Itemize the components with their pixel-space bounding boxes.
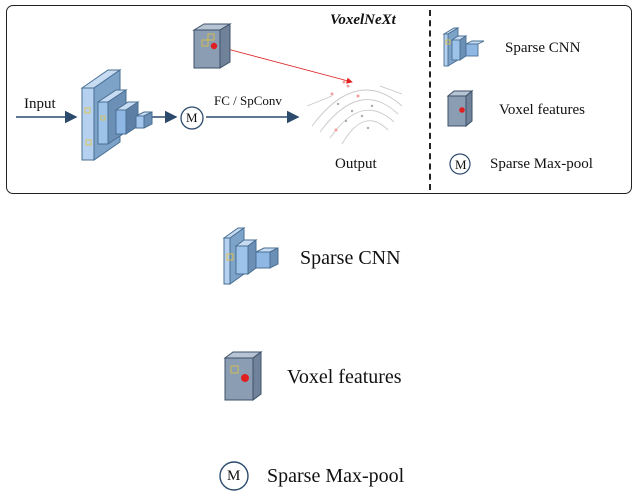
input-label: Input	[24, 96, 56, 112]
output-pointcloud	[306, 80, 403, 145]
big-maxpool-symbol: M	[227, 468, 241, 484]
big-maxpool-label: Sparse Max-pool	[267, 465, 405, 487]
voxel-to-output-arrow	[215, 45, 353, 84]
legend-maxpool-small-icon	[449, 153, 471, 175]
panel-divider	[429, 10, 431, 190]
sparse-cnn-main-icon	[80, 69, 153, 161]
big-maxpool-icon	[219, 461, 249, 491]
big-voxel-label: Voxel features	[287, 366, 402, 388]
legend-voxel-label: Voxel features	[499, 102, 585, 118]
big-voxel-icon	[223, 351, 263, 401]
legend-sparse-cnn-small-icon	[442, 27, 485, 67]
output-label: Output	[335, 156, 377, 172]
op-label: FC / SpConv	[214, 93, 282, 108]
maxpool-symbol: M	[186, 110, 198, 125]
maxpool-icon	[180, 106, 204, 130]
big-sparse-cnn-label: Sparse CNN	[300, 247, 401, 269]
voxel-feature-cube-icon	[192, 23, 232, 69]
big-sparse-cnn-icon	[222, 227, 279, 285]
diagram-title: VoxelNeXt	[330, 12, 396, 28]
legend-maxpool-label: Sparse Max-pool	[490, 156, 593, 172]
legend-voxel-small-icon	[446, 89, 474, 128]
legend-maxpool-small-symbol: M	[455, 157, 467, 172]
legend-sparse-cnn-label: Sparse CNN	[505, 40, 581, 56]
